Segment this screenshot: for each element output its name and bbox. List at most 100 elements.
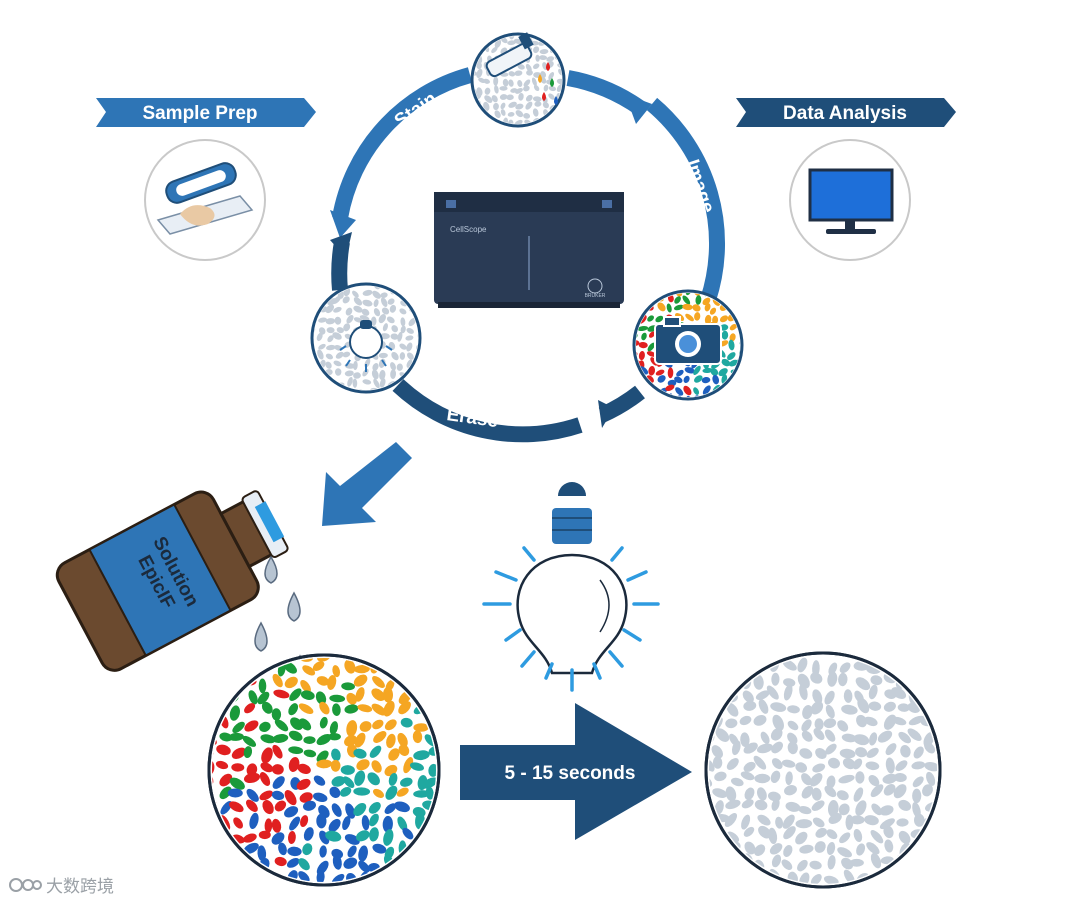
cell-shape (908, 855, 920, 866)
small-bulb-icon (339, 320, 393, 372)
cell-shape (328, 732, 341, 741)
cell-shape (540, 71, 547, 78)
cell-shape (406, 327, 414, 334)
cell-shape (753, 844, 766, 857)
cell-shape (892, 659, 906, 670)
cell-shape (893, 772, 907, 783)
cell-shape (824, 785, 837, 798)
cell-shape (826, 829, 838, 840)
cell-shape (836, 790, 849, 801)
cell-shape (417, 286, 418, 290)
cell-shape (289, 816, 301, 831)
cell-shape (538, 55, 548, 61)
cell-shape (424, 830, 436, 840)
cell-shape (233, 671, 244, 689)
cell-shape (371, 760, 382, 773)
down-left-arrow (322, 442, 412, 526)
cell-shape (855, 771, 865, 784)
cell-shape (841, 733, 857, 743)
cell-shape (758, 699, 769, 714)
cell-shape (828, 757, 840, 769)
cell-shape (325, 388, 334, 390)
cell-shape (425, 868, 436, 882)
cell-shape (474, 36, 475, 38)
cell-shape (675, 387, 684, 396)
cell-shape (783, 845, 793, 857)
cell-shape (314, 387, 324, 390)
cell-shape (329, 694, 346, 703)
cell-shape (742, 690, 754, 703)
cell-shape (353, 305, 363, 313)
cell-shape (636, 339, 640, 347)
cell-shape (390, 369, 397, 379)
cell-shape (316, 332, 323, 342)
cell-shape (709, 702, 713, 713)
cell-shape (740, 771, 755, 781)
cell-shape (770, 728, 783, 741)
cell-shape (868, 775, 880, 787)
cell-shape (865, 761, 880, 771)
cell-shape (693, 365, 701, 376)
cell-shape (385, 785, 398, 800)
cell-shape (372, 719, 384, 730)
cell-shape (704, 303, 711, 312)
cell-shape (233, 855, 244, 868)
cell-shape (726, 758, 739, 770)
cell-shape (331, 803, 342, 817)
cell-shape (713, 676, 728, 688)
cell-shape (330, 759, 341, 772)
cell-shape (853, 828, 863, 843)
cell-shape (300, 815, 309, 828)
cell-shape (361, 308, 370, 316)
cell-shape (827, 800, 839, 817)
cell-shape (729, 324, 737, 331)
cell-shape (212, 871, 215, 882)
cell-shape (523, 79, 531, 87)
cell-shape (343, 323, 351, 332)
cell-shape (343, 857, 358, 869)
cell-shape (855, 677, 871, 691)
cell-shape (413, 658, 426, 662)
cell-shape (682, 295, 691, 305)
cell-shape (382, 815, 393, 833)
cell-shape (814, 841, 826, 853)
cell-shape (327, 675, 337, 690)
cell-shape (312, 661, 325, 671)
cell-shape (736, 293, 740, 297)
cell-shape (815, 827, 827, 838)
cell-shape (637, 326, 649, 331)
cell-shape (709, 856, 717, 869)
cell-shape (242, 735, 257, 747)
cell-shape (795, 831, 808, 845)
cell-shape (407, 352, 414, 360)
cell-shape (636, 378, 637, 386)
cell-shape (850, 815, 865, 825)
cell-shape (229, 777, 245, 790)
cell-shape (709, 758, 715, 772)
cell-shape (753, 755, 767, 770)
cell-shape (355, 830, 370, 842)
cell-shape (484, 36, 490, 40)
cell-shape (508, 79, 514, 87)
cell-shape (718, 368, 728, 377)
cell-shape (317, 288, 327, 295)
cell-shape (359, 721, 372, 732)
cell-shape (325, 830, 342, 842)
cell-shape (533, 46, 540, 54)
cell-shape (556, 78, 562, 85)
cell-shape (769, 843, 783, 855)
cell-shape (714, 870, 729, 881)
cell-shape (412, 870, 428, 882)
lightbulb-icon (482, 482, 660, 692)
cell-shape (827, 671, 838, 687)
cell-shape (249, 874, 258, 882)
sample-prep-banner: Sample Prep (96, 98, 316, 127)
cell-shape (783, 826, 796, 840)
cell-shape (925, 676, 937, 691)
cell-shape (795, 762, 808, 773)
cell-shape (271, 708, 282, 721)
cell-shape (271, 818, 282, 833)
cell-shape (855, 747, 868, 758)
cell-shape (724, 813, 738, 827)
cell-shape (692, 304, 701, 312)
